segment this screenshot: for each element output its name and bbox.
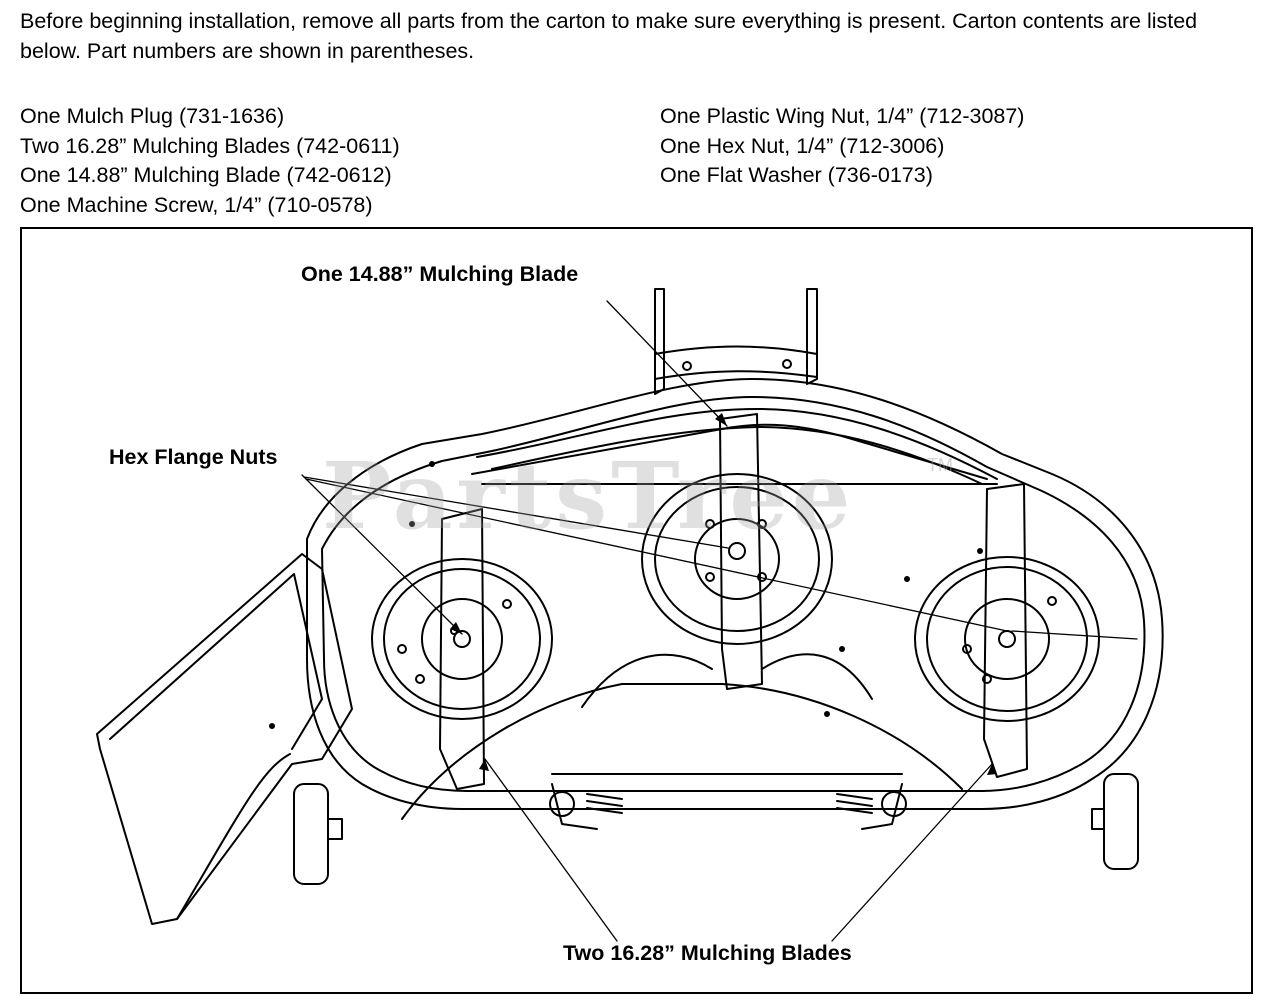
- right-blade: [983, 483, 1028, 778]
- part-item: One 14.88” Mulching Blade (742-0612): [20, 163, 392, 187]
- deck-outline: [306, 378, 1164, 810]
- discharge-chute: [96, 553, 353, 925]
- part-item: One Machine Screw, 1/4” (710-0578): [20, 192, 373, 217]
- part-item: One Flat Washer (736-0173): [660, 163, 933, 187]
- callout-leaders: [301, 300, 1138, 942]
- mower-deck-figure: PartsTree TM One 14.88” Mulching Blade H…: [20, 227, 1253, 994]
- part-item: One Mulch Plug (731-1636): [20, 104, 285, 128]
- callout-hex-flange-nuts: Hex Flange Nuts: [109, 445, 278, 469]
- callout-side-blades: Two 16.28” Mulching Blades: [563, 941, 852, 965]
- right-gauge-wheel: [1091, 773, 1139, 870]
- watermark-tm: TM: [927, 455, 953, 475]
- center-spindle-housing: [641, 473, 833, 645]
- deck-holes: [269, 461, 983, 729]
- parts-list-right: One Plastic Wing Nut, 1/4” (712-3087) On…: [660, 102, 1024, 191]
- right-spindle-housing: [914, 556, 1100, 722]
- intro-text: Before beginning installation, remove al…: [20, 9, 1198, 63]
- part-item: One Plastic Wing Nut, 1/4” (712-3087): [660, 104, 1025, 128]
- left-blade: [439, 508, 485, 790]
- callout-center-blade: One 14.88” Mulching Blade: [301, 262, 579, 286]
- part-item: One Hex Nut, 1/4” (712-3006): [660, 133, 945, 158]
- deck-bracket: [654, 288, 818, 395]
- front-hangers: [549, 773, 907, 830]
- left-spindle-housing: [371, 558, 553, 720]
- parts-list-left: One Mulch Plug (731-1636) Two 16.28” Mul…: [20, 102, 400, 220]
- part-item: Two 16.28” Mulching Blades (742-0611): [20, 133, 400, 158]
- watermark: PartsTree: [322, 442, 855, 550]
- left-gauge-wheel: [293, 783, 343, 885]
- mower-deck-illustration: [96, 288, 1164, 942]
